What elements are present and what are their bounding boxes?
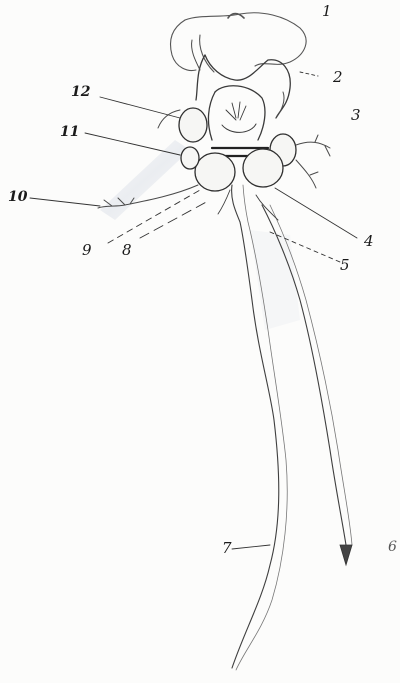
label-6: 6 (388, 540, 397, 554)
label-9: 9 (82, 243, 92, 258)
label-10: 10 (8, 190, 27, 204)
label-5: 5 (340, 258, 350, 273)
ganglion-bulbs (179, 108, 296, 191)
ganglion-left (195, 153, 235, 191)
label-7: 7 (222, 541, 232, 556)
label-12: 12 (71, 85, 90, 99)
leader-2 (300, 72, 318, 76)
leader-4 (275, 188, 357, 238)
label-2: 2 (333, 70, 343, 85)
leader-lines (30, 72, 357, 549)
upper-membrane-outline (171, 13, 307, 72)
leader-7 (232, 545, 270, 549)
label-11: 11 (60, 125, 79, 139)
leader-11 (85, 133, 180, 155)
leader-10 (30, 198, 100, 206)
label-1: 1 (322, 4, 332, 19)
label-8: 8 (122, 243, 132, 258)
ganglion-12 (179, 108, 207, 142)
leader-12 (100, 97, 180, 118)
ganglion-11 (181, 147, 199, 169)
ganglion-right (243, 149, 283, 187)
label-3: 3 (351, 108, 361, 123)
label-4: 4 (364, 234, 374, 249)
